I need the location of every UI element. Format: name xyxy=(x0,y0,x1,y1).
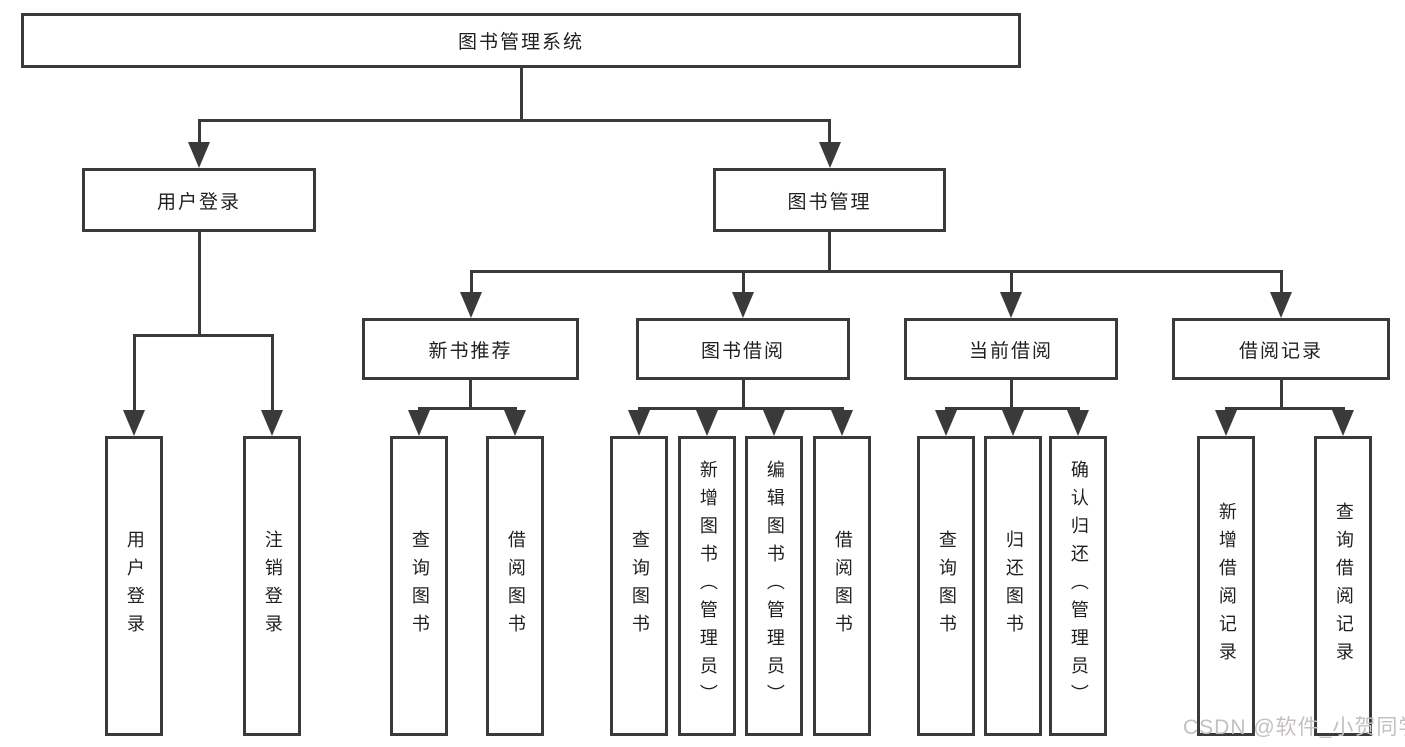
arrowhead-down xyxy=(818,142,841,168)
arrowhead-down xyxy=(831,410,853,436)
node-book-management: 图书管理 xyxy=(713,168,946,232)
leaf-confirm-return-admin-label: 确认归还（管理员） xyxy=(1068,460,1089,712)
leaf-query-books-current: 查询图书 xyxy=(917,436,975,736)
connector-h-line xyxy=(198,119,831,122)
node-user-login: 用户登录 xyxy=(82,168,316,232)
leaf-confirm-return-admin: 确认归还（管理员） xyxy=(1049,436,1107,736)
arrowhead-down xyxy=(1270,292,1292,318)
leaf-query-books-borrowing: 查询图书 xyxy=(610,436,668,736)
arrowhead-down xyxy=(1000,292,1022,318)
node-book-borrowing-label: 图书借阅 xyxy=(700,340,785,362)
connector-h-line xyxy=(637,407,844,410)
node-book-borrowing: 图书借阅 xyxy=(636,318,850,380)
leaf-logout: 注销登录 xyxy=(243,436,301,736)
arrowhead-down xyxy=(408,410,430,436)
node-new-book-recommendation: 新书推荐 xyxy=(362,318,579,380)
arrowhead-down xyxy=(1067,410,1089,436)
arrowhead-down xyxy=(763,410,785,436)
connector-v-line xyxy=(741,378,745,410)
node-book-management-label: 图书管理 xyxy=(787,191,872,213)
arrowhead-down xyxy=(123,410,145,436)
leaf-add-books-admin-label: 新增图书（管理员） xyxy=(697,460,718,712)
arrowhead-down xyxy=(261,410,283,436)
connector-stem xyxy=(828,119,831,144)
leaf-user-login-label: 用户登录 xyxy=(124,530,145,642)
leaf-query-books-recommend-label: 查询图书 xyxy=(409,530,430,642)
leaf-query-borrow-record-label: 查询借阅记录 xyxy=(1333,502,1354,670)
arrowhead-down xyxy=(1215,410,1237,436)
node-current-borrowing-label: 当前借阅 xyxy=(968,340,1053,362)
leaf-query-books-recommend: 查询图书 xyxy=(390,436,448,736)
leaf-return-books: 归还图书 xyxy=(984,436,1042,736)
node-borrowing-records: 借阅记录 xyxy=(1172,318,1390,380)
connector-v-line xyxy=(197,230,201,337)
arrowhead-down xyxy=(628,410,650,436)
connector-h-line xyxy=(469,270,1283,273)
connector-h-line xyxy=(417,407,517,410)
connector-stem xyxy=(197,119,201,144)
leaf-edit-books-admin-label: 编辑图书（管理员） xyxy=(764,460,785,712)
connector-stem xyxy=(1009,270,1013,296)
connector-stem xyxy=(270,334,274,412)
arrowhead-down xyxy=(504,410,526,436)
arrowhead-down xyxy=(935,410,957,436)
leaf-edit-books-admin: 编辑图书（管理员） xyxy=(745,436,803,736)
leaf-add-borrow-record-label: 新增借阅记录 xyxy=(1216,502,1237,670)
leaf-user-login: 用户登录 xyxy=(105,436,163,736)
connector-v-line xyxy=(469,378,472,410)
connector-v-line xyxy=(519,66,523,122)
connector-stem xyxy=(132,334,136,412)
leaf-query-borrow-record: 查询借阅记录 xyxy=(1314,436,1372,736)
connector-v-line xyxy=(828,229,831,273)
connector-v-line xyxy=(1009,378,1013,410)
leaf-borrow-books-borrowing-label: 借阅图书 xyxy=(832,530,853,642)
connector-stem xyxy=(469,270,473,296)
arrowhead-down xyxy=(1002,410,1024,436)
leaf-borrow-books-recommend: 借阅图书 xyxy=(486,436,544,736)
connector-h-line xyxy=(1224,407,1345,410)
leaf-query-books-borrowing-label: 查询图书 xyxy=(629,530,650,642)
node-library-system: 图书管理系统 xyxy=(21,13,1021,68)
arrowhead-down xyxy=(732,292,754,318)
csdn-watermark: CSDN @软件_小贺同学 xyxy=(1183,716,1405,739)
leaf-add-borrow-record: 新增借阅记录 xyxy=(1197,436,1255,736)
leaf-add-books-admin: 新增图书（管理员） xyxy=(678,436,736,736)
connector-stem xyxy=(1279,270,1283,296)
leaf-return-books-label: 归还图书 xyxy=(1003,530,1024,642)
arrowhead-down xyxy=(460,292,482,318)
node-user-login-label: 用户登录 xyxy=(156,191,241,213)
arrowhead-down xyxy=(1332,410,1354,436)
leaf-borrow-books-borrowing: 借阅图书 xyxy=(813,436,871,736)
leaf-borrow-books-recommend-label: 借阅图书 xyxy=(505,530,526,642)
connector-h-line xyxy=(132,334,274,337)
node-current-borrowing: 当前借阅 xyxy=(904,318,1118,380)
arrowhead-down xyxy=(696,410,718,436)
node-borrowing-records-label: 借阅记录 xyxy=(1238,340,1323,362)
node-library-system-label: 图书管理系统 xyxy=(457,32,584,53)
leaf-logout-label: 注销登录 xyxy=(262,530,283,642)
connector-stem xyxy=(741,270,745,296)
leaf-query-books-current-label: 查询图书 xyxy=(936,530,957,642)
connector-v-line xyxy=(1279,378,1283,410)
connector-h-line xyxy=(944,407,1080,410)
arrowhead-down xyxy=(188,142,210,168)
node-new-book-recommendation-label: 新书推荐 xyxy=(428,340,513,362)
